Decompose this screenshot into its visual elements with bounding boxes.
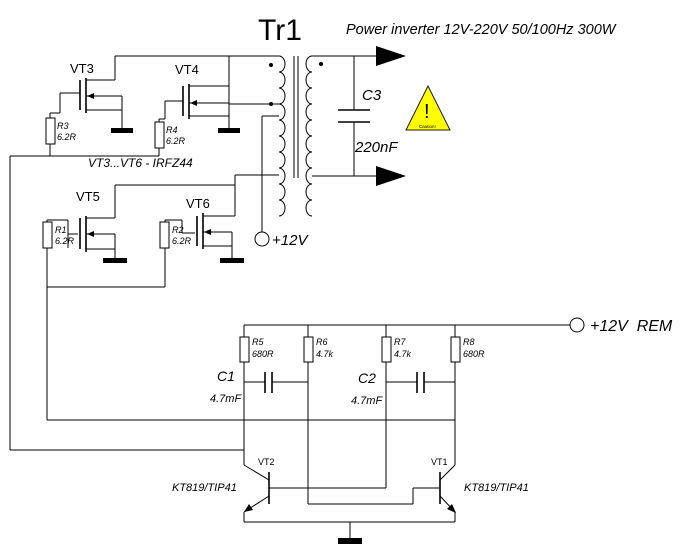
winding-dot [269, 63, 273, 67]
transformer-secondary-coil [305, 55, 313, 217]
warning-symbol: ! [424, 101, 430, 123]
capacitor-c2 [416, 372, 425, 393]
transistor-vt1 [439, 464, 456, 513]
r2-value: 6.2R [172, 236, 192, 246]
r6-label: R6 [316, 337, 328, 347]
r1-value: 6.2R [55, 236, 75, 246]
c2-label: C2 [358, 370, 376, 386]
output-arrow-bottom [376, 166, 406, 186]
resistor-r1 [42, 221, 53, 249]
r5-label: R5 [252, 337, 264, 347]
output-arrow-top [376, 46, 406, 66]
r4-label: R4 [166, 125, 178, 135]
vt2-label: VT2 [258, 457, 275, 467]
c1-value: 4.7mF [210, 393, 242, 405]
c3-value: 220nF [354, 139, 398, 156]
warning-sign: ! Caution! [405, 84, 451, 131]
transformer-core [293, 56, 299, 178]
c3-label: C3 [362, 87, 382, 104]
r3-value: 6.2R [57, 132, 77, 142]
vt6-label: VT6 [186, 196, 210, 211]
ground-symbol [338, 538, 362, 544]
r6-value: 4.7k [316, 349, 334, 359]
resistor-r4 [154, 121, 165, 149]
vt5-label: VT5 [76, 189, 100, 204]
primary-wiring [114, 55, 279, 232]
mosfet-vt6 [181, 212, 244, 263]
transistor-vt2 [243, 464, 270, 513]
vt1-label: VT1 [431, 457, 448, 467]
r2-label: R2 [172, 225, 184, 235]
remote-label: +12V REM [590, 318, 673, 335]
vt2-part: KT819/TIP41 [172, 482, 237, 494]
resistor-r7 [381, 336, 392, 363]
r5-value: 680R [252, 349, 274, 359]
vt1-part: KT819/TIP41 [464, 482, 529, 494]
resistor-r5 [239, 336, 250, 363]
mosfet-note: VT3...VT6 - IRFZ44 [88, 156, 193, 170]
resistor-r3 [45, 117, 56, 145]
r8-label: R8 [463, 337, 475, 347]
c2-value: 4.7mF [351, 395, 383, 407]
warning-caption: Caution! [419, 124, 436, 129]
transformer-label: Tr1 [258, 14, 302, 47]
remote-terminal [569, 317, 585, 333]
r7-label: R7 [394, 337, 406, 347]
supply-terminal [254, 231, 270, 247]
capacitor-c3 [338, 109, 370, 123]
transformer-primary-coil [278, 55, 286, 217]
r3-label: R3 [57, 121, 69, 131]
oscillator-wiring [243, 362, 456, 505]
r8-value: 680R [463, 349, 485, 359]
mosfet-vt3 [59, 56, 133, 133]
c1-label: C1 [217, 368, 235, 384]
warning-triangle-icon [405, 84, 451, 131]
vt3-label: VT3 [70, 61, 94, 76]
mosfet-vt4 [164, 84, 240, 133]
capacitor-c1 [264, 372, 273, 393]
resistor-r2 [159, 221, 170, 249]
emitter-ground-wiring [243, 512, 456, 538]
winding-dot [319, 62, 323, 66]
resistor-r8 [450, 336, 461, 363]
vt4-label: VT4 [175, 62, 199, 77]
mosfet-vt5 [67, 212, 127, 263]
supply-label: +12V [272, 232, 309, 249]
oscillator-rail [243, 324, 570, 337]
r7-value: 4.7k [394, 349, 412, 359]
r4-value: 6.2R [166, 136, 186, 146]
gate-drive-wiring [9, 112, 455, 451]
output-wiring [312, 55, 378, 177]
diagram-title: Power inverter 12V-220V 50/100Hz 300W [346, 22, 617, 38]
resistor-r6 [303, 336, 314, 363]
r1-label: R1 [55, 225, 67, 235]
